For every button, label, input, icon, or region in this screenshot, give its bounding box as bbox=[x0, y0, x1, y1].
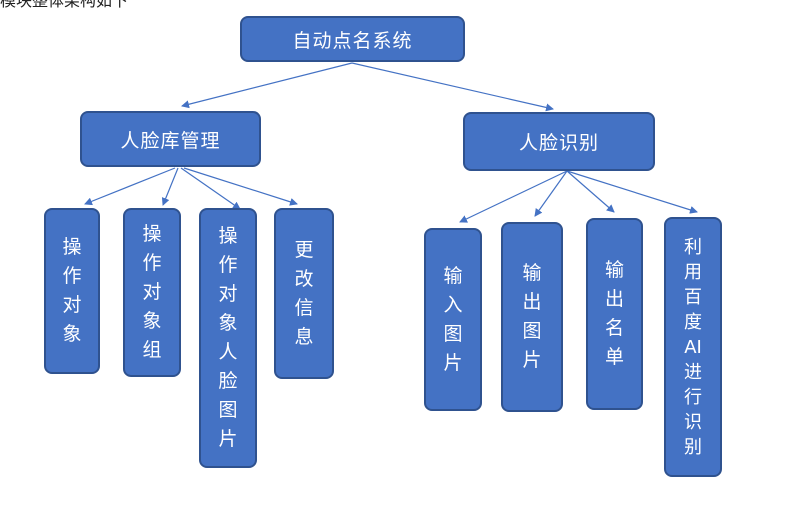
node-op-object-face-image: 操 作 对 象 人 脸 图 片 bbox=[199, 208, 257, 468]
node-face-library: 人脸库管理 bbox=[80, 111, 261, 167]
node-root-label: 自动点名系统 bbox=[292, 29, 413, 52]
edge-recognition-output-list bbox=[566, 170, 615, 213]
edge-recognition-output-image bbox=[534, 170, 568, 217]
edge-recognition-baidu-ai bbox=[566, 170, 698, 214]
node-change-info-label: 更 改 信 息 bbox=[294, 238, 314, 348]
edge-recognition-input-image bbox=[459, 170, 568, 223]
node-face-recognition-label: 人脸识别 bbox=[518, 132, 599, 154]
node-op-object-group: 操 作 对 象 组 bbox=[123, 208, 181, 377]
node-change-info: 更 改 信 息 bbox=[274, 208, 334, 379]
node-op-object-face-image-label: 操 作 对 象 人 脸 图 片 bbox=[218, 225, 238, 450]
node-baidu-ai: 利 用 百 度 AI 进 行 识 别 bbox=[664, 217, 722, 477]
node-op-object: 操 作 对 象 bbox=[44, 208, 100, 374]
node-face-recognition: 人脸识别 bbox=[463, 112, 655, 171]
edge-library-op-object-face-image bbox=[180, 167, 241, 210]
edge-library-op-object bbox=[84, 167, 176, 206]
node-baidu-ai-label: 利 用 百 度 AI 进 行 识 别 bbox=[684, 236, 702, 458]
node-output-list-label: 输 出 名 单 bbox=[604, 259, 624, 368]
edge-root-face-library bbox=[181, 62, 353, 109]
cut-off-heading-text: 模块整体架构如下 bbox=[0, 0, 129, 10]
node-face-library-label: 人脸库管理 bbox=[120, 129, 221, 152]
edge-library-change-info bbox=[183, 167, 298, 206]
edge-library-op-object-group bbox=[161, 167, 179, 206]
node-output-list: 输 出 名 单 bbox=[586, 218, 643, 410]
node-output-image: 输 出 图 片 bbox=[501, 222, 563, 412]
node-input-image: 输 入 图 片 bbox=[424, 228, 482, 411]
node-input-image-label: 输 入 图 片 bbox=[443, 264, 463, 374]
node-root: 自动点名系统 bbox=[240, 16, 465, 62]
node-op-object-label: 操 作 对 象 bbox=[62, 236, 82, 345]
edge-root-face-recognition bbox=[351, 62, 554, 112]
node-op-object-group-label: 操 作 对 象 组 bbox=[142, 223, 162, 361]
node-output-image-label: 输 出 图 片 bbox=[522, 262, 542, 371]
